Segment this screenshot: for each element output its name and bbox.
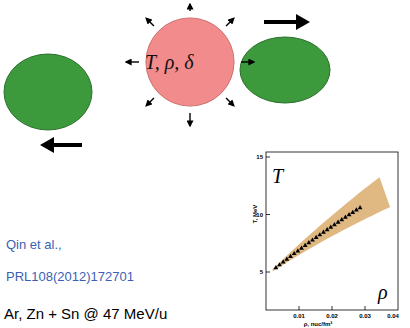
data-point — [343, 215, 348, 219]
tick — [266, 272, 270, 273]
citation-author: Qin et al., — [6, 238, 62, 251]
uncertainty-band — [273, 177, 390, 271]
plot-frame — [266, 152, 398, 310]
emission-arrow — [146, 18, 154, 26]
axis-title: ρ, nuc/fm³ — [304, 321, 333, 327]
data-point — [314, 235, 319, 239]
data-point — [317, 232, 322, 236]
emission-arrow — [126, 61, 139, 62]
data-point — [299, 245, 304, 249]
data-point — [336, 219, 341, 223]
data-point — [288, 254, 293, 258]
tick — [332, 306, 333, 310]
data-point — [325, 227, 330, 231]
data-point — [281, 259, 286, 263]
citation-reference: PRL108(2012)172701 — [6, 270, 134, 283]
tick — [365, 306, 366, 310]
fragment-right — [240, 37, 330, 103]
axis-symbol: ρ — [378, 282, 388, 302]
data-point — [292, 251, 297, 255]
tick-label: 5 — [260, 269, 263, 275]
inset-plot — [266, 152, 398, 310]
emission-arrows — [126, 4, 254, 126]
emission-arrow — [241, 61, 254, 62]
axis-symbol: T — [272, 166, 283, 186]
tick — [299, 306, 300, 310]
fragment-left — [4, 54, 92, 130]
velocity-arrow-right — [264, 14, 310, 30]
data-point — [350, 210, 355, 214]
emission-arrow — [189, 4, 190, 11]
tick — [266, 214, 270, 215]
tick-label: 15 — [256, 154, 263, 160]
state-variables: T, ρ, δ — [145, 51, 194, 74]
tick-label: 0.03 — [359, 313, 371, 319]
emission-arrow — [146, 98, 154, 106]
tick — [266, 157, 270, 158]
data-point — [310, 237, 315, 241]
data-point — [332, 222, 337, 226]
tick-label: 0.01 — [293, 313, 305, 319]
data-point — [303, 243, 308, 247]
emission-arrow — [226, 98, 234, 106]
data-point — [295, 248, 300, 252]
data-point — [306, 240, 311, 244]
data-point — [354, 207, 359, 211]
data-point — [284, 256, 289, 260]
velocity-arrow-left — [40, 137, 82, 153]
data-point — [358, 205, 363, 209]
data-point — [339, 217, 344, 221]
tick-label: 10 — [256, 212, 263, 218]
emission-arrow — [226, 18, 234, 26]
source-circle: T, ρ, δ — [145, 17, 235, 107]
tick-label: 0.02 — [326, 313, 338, 319]
reaction-note: Ar, Zn + Sn @ 47 MeV/u — [4, 306, 167, 321]
data-point — [347, 212, 352, 216]
tick-label: 0.04 — [387, 313, 399, 319]
data-point — [321, 230, 326, 234]
emission-arrow — [189, 113, 190, 126]
data-point — [328, 224, 333, 228]
